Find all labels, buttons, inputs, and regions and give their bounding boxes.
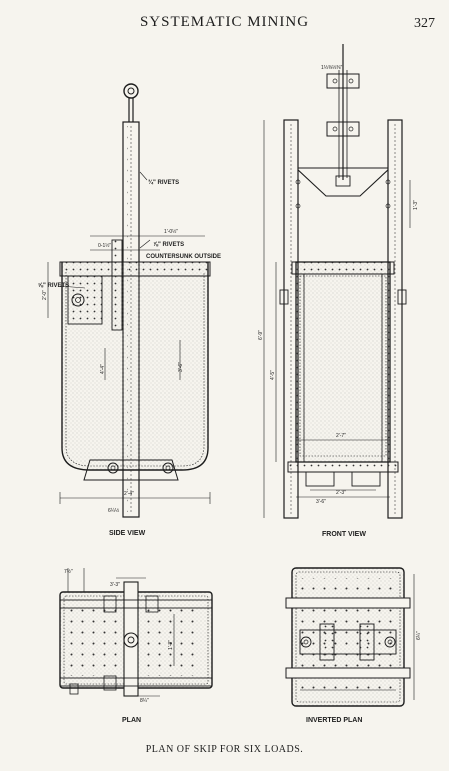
dim-top-width: 1'-0½" xyxy=(164,228,178,235)
dim-plan-depth: 1'-3" xyxy=(168,640,174,650)
plan-view xyxy=(59,568,213,697)
inverted-plan-label: INVERTED PLAN xyxy=(306,717,362,724)
page-number: 327 xyxy=(414,16,435,31)
inverted-plan-view xyxy=(285,567,415,707)
running-head: SYSTEMATIC MINING xyxy=(139,14,310,30)
dim-plan-bottom: 8¼" xyxy=(140,698,149,704)
side-view-labels: ¾" RIVETS ⅞" RIVETS COUNTERSUNK OUTSIDE … xyxy=(38,179,221,537)
dim-inverted-depth: 6¼" xyxy=(416,631,422,640)
side-view-label: SIDE VIEW xyxy=(109,530,146,537)
figure-caption: PLAN OF SKIP FOR SIX LOADS. xyxy=(145,744,304,755)
dim-bucket-width: 2'-7" xyxy=(336,433,346,439)
dim-base-width: 3'-6" xyxy=(316,499,326,505)
dim-axle-span: 2'-3" xyxy=(336,490,346,496)
side-view xyxy=(47,83,211,518)
front-view-label: FRONT VIEW xyxy=(322,531,366,538)
annotation-rivets-34: ¾" RIVETS xyxy=(148,179,179,186)
annotation-countersunk: COUNTERSUNK OUTSIDE xyxy=(146,254,221,260)
plan-view-label: PLAN xyxy=(122,717,141,724)
dim-plan-top: 3'-3" xyxy=(110,582,120,588)
dim-bracket: 6¼½ xyxy=(108,507,120,514)
dim-bucket-height: 4'-5" xyxy=(270,370,276,380)
dim-overall-width: 2'-4" xyxy=(124,491,134,497)
annotation-rivets-78: ⅞" RIVETS xyxy=(153,242,184,248)
dim-overall-height: 6'-9" xyxy=(258,330,264,340)
front-view xyxy=(263,44,411,519)
front-view-labels: 1⅓⅜⅓⅜" 6'-9" 4'-5" 2'-7" 2'-3" 3'-6" 1'-… xyxy=(258,65,419,538)
dim-plan-flange: 7½" xyxy=(64,568,73,575)
dim-pin-spacing: 1⅓⅜⅓⅜" xyxy=(321,65,342,71)
annotation-rivets-58: ⅝" RIVETS xyxy=(38,283,69,289)
dim-depth-inner: 4'-4" xyxy=(100,364,106,374)
dim-flange: 0-1½" xyxy=(98,242,111,249)
inverted-plan-labels: 6¼" INVERTED PLAN xyxy=(306,631,422,724)
dim-yoke: 1'-3" xyxy=(413,200,419,210)
dim-band-height: 2'-0" xyxy=(42,290,48,300)
dim-depth-outer: 3'-6" xyxy=(178,362,184,372)
plan-view-labels: 7½" 3'-3" 1'-3" 8¼" PLAN xyxy=(64,568,174,724)
